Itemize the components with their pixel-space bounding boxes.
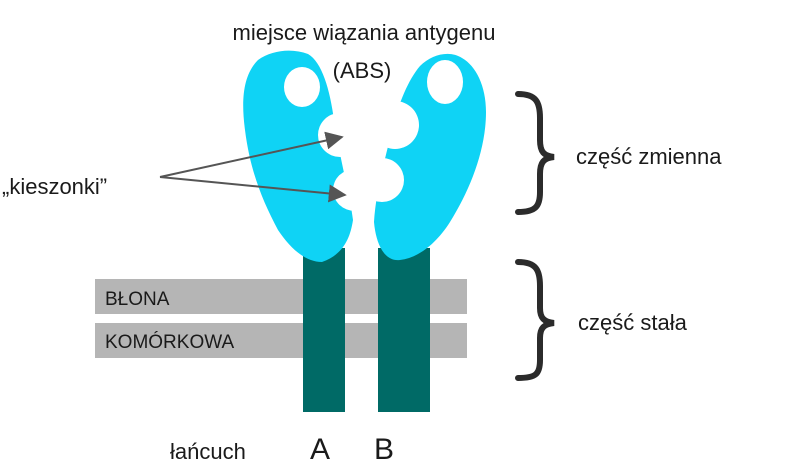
pocket-right-middle [371,101,419,149]
constant-part-label: część stała [578,310,688,335]
abs-label-line1: miejsce wiązania antygenu [233,20,496,45]
chain-a-label: A [310,433,330,466]
pocket-left-top [284,67,320,107]
variable-part-label: część zmienna [576,144,722,169]
pocket-right-top [427,60,463,104]
membrane-label-line1: BŁONA [105,289,170,310]
arrow-to-lower-pocket [159,176,347,203]
brace-constant-part [515,259,555,381]
constant-chain-b [378,248,430,412]
membrane-label-line2: KOMÓRKOWA [105,331,234,353]
chain-label: łańcuch [170,439,246,464]
pocket-right-bottom [360,158,404,202]
variable-region-left [243,50,353,262]
lobe-gap [355,160,369,260]
chain-b-label: B [374,433,394,466]
constant-chain-a [303,248,345,412]
pockets-label: „kieszonki” [2,174,107,199]
arrow-to-upper-pocket [159,131,344,178]
brace-variable-part [515,91,555,215]
pocket-left-middle [318,113,362,157]
abs-label-line2: (ABS) [333,58,392,83]
